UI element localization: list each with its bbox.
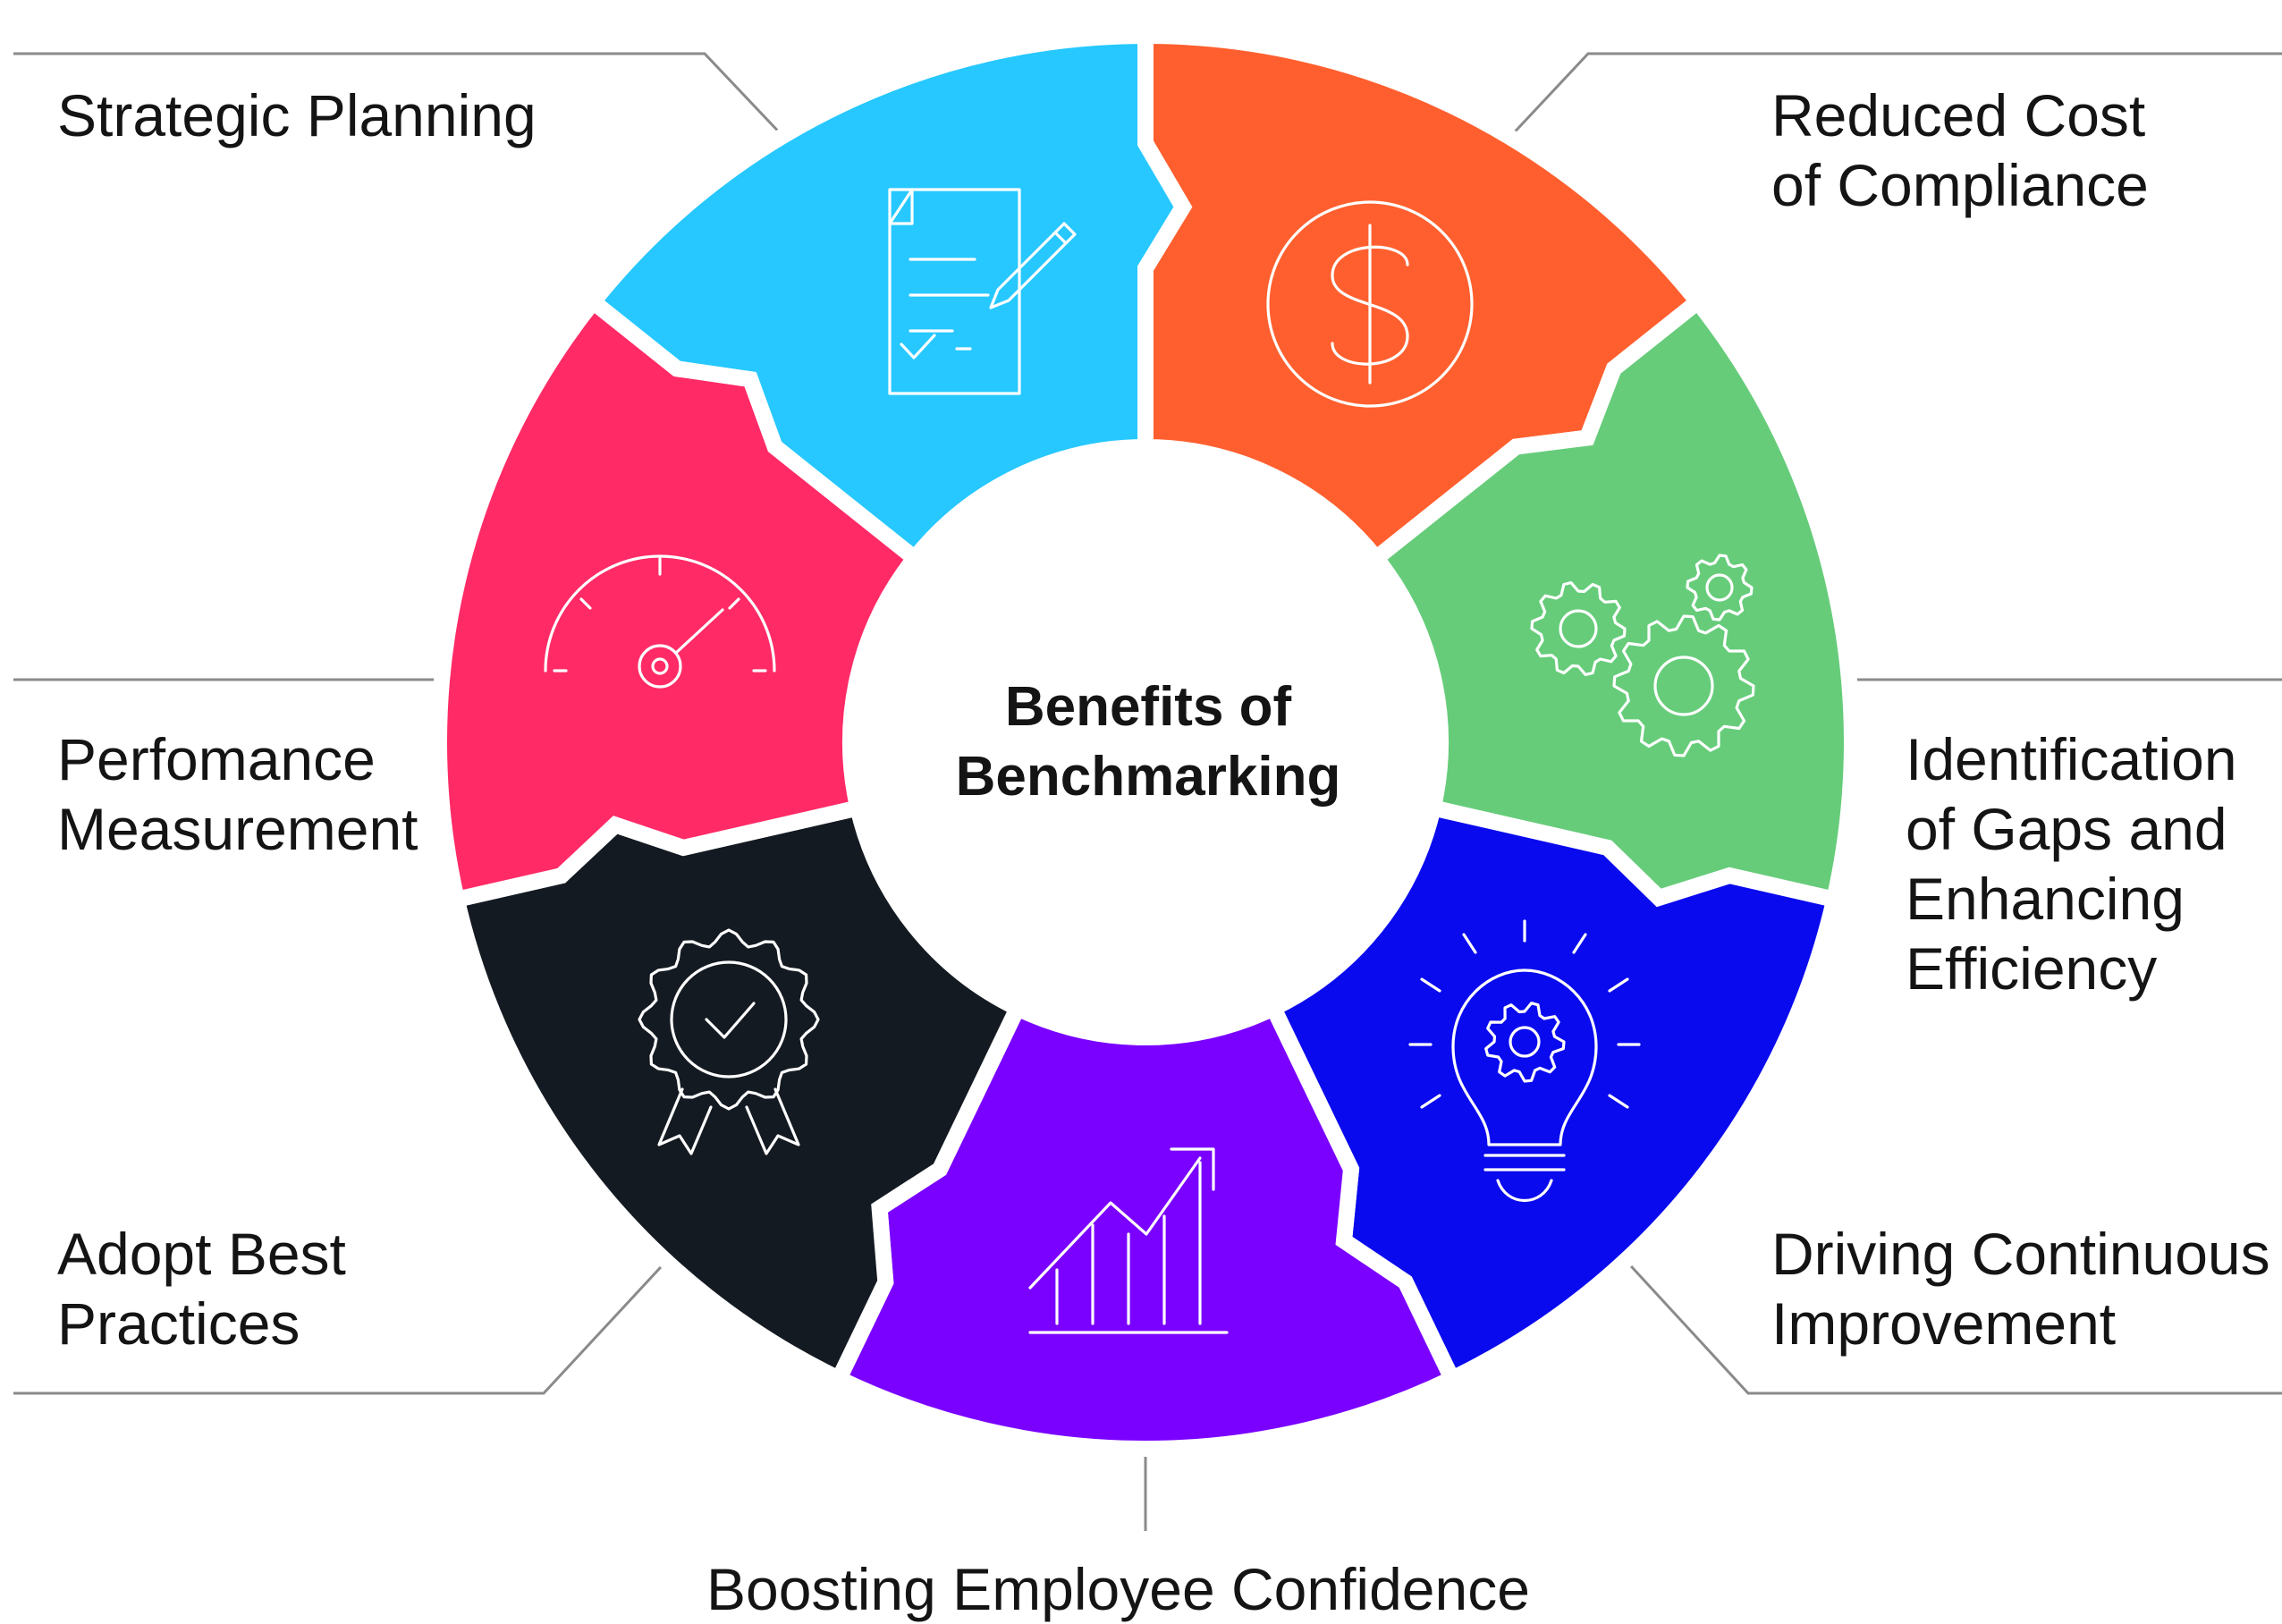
leader-line-adopt-practices [13,1255,672,1395]
ring-segments [431,27,1860,1457]
label-identification-of-gaps: Identification of Gaps and Enhancing Eff… [1906,726,2237,1002]
label-boosting-employee-confidence: Boosting Employee Confidence [706,1556,1530,1622]
label-adopt-best-practices: Adopt Best Practices [57,1221,346,1357]
label-strategic-planning: Strategic Planning [57,82,537,148]
document-pen-icon [888,188,1077,395]
gear-hole [1559,609,1598,648]
leader-line-driving-improvement [1620,1255,2282,1395]
gear-hole [1653,656,1714,716]
dollar-coin-icon [1266,200,1474,408]
gear-shape [1612,614,1755,757]
gear-shape [1530,581,1627,676]
gear-hole [1705,573,1734,602]
diagram-title: Benefits of Benchmarking [955,676,1341,808]
award-badge-icon [638,928,820,1155]
speedometer-icon [544,554,776,689]
gears-icon [1530,554,1755,757]
lightbulb-gear-icon [1408,919,1641,1202]
leader-lines [13,52,2282,1531]
leader-line-reduced-cost [1505,52,2282,142]
leader-line-strategic-planning [13,52,789,142]
label-reduced-cost-of-compliance: Reduced Cost of Compliance [1771,82,2149,218]
growth-chart-icon [1028,1147,1229,1334]
gear-shape [1484,1002,1566,1083]
center-circle [843,440,1448,1045]
gear-hole [1509,1026,1541,1058]
label-performance-measurement: Perfomance Measurement [57,726,418,862]
gear-shape [1686,554,1754,622]
label-driving-continuous-improvement: Driving Continuous Improvement [1771,1221,2270,1357]
